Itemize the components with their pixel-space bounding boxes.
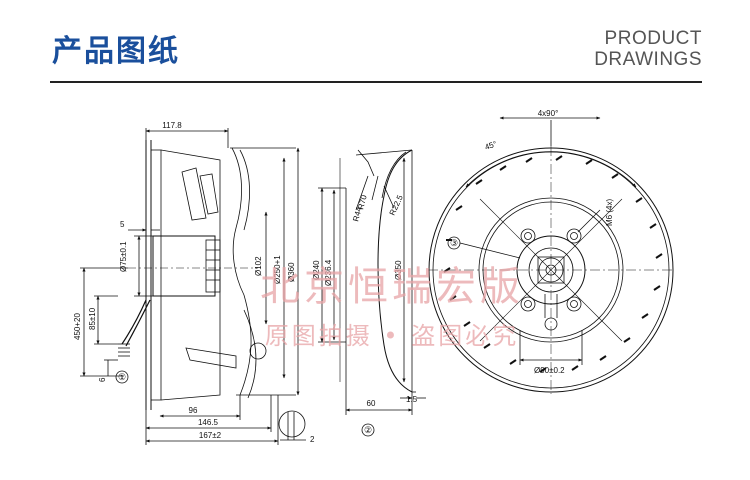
page-title: 产品图纸 bbox=[52, 34, 180, 69]
angle-45: 45° bbox=[484, 139, 498, 152]
subtitle-line-2: DRAWINGS bbox=[594, 49, 702, 70]
angle-4x90: 4x90° bbox=[538, 109, 559, 118]
dim-240: Ø240 bbox=[312, 260, 321, 280]
dim-60: 60 bbox=[367, 399, 376, 408]
dim-85: 85±10 bbox=[88, 307, 97, 330]
dim-2: 2 bbox=[310, 435, 315, 444]
radius-r70: R70 bbox=[356, 193, 369, 210]
marker-3: ③ bbox=[450, 238, 458, 248]
dim-1-5: 1.5 bbox=[406, 395, 418, 404]
dim-75: Ø75±0.1 bbox=[119, 241, 128, 272]
radius-r44: R44 bbox=[351, 205, 364, 222]
section-view bbox=[318, 149, 426, 437]
marker-1: ① bbox=[118, 372, 126, 382]
watermark-line-1: 北京恒瑞宏版 bbox=[260, 264, 524, 310]
header-divider bbox=[50, 81, 702, 83]
front-view-vanes bbox=[443, 155, 663, 373]
side-view-labels: 117.8 5 Ø75±0.1 Ø102 Ø250+1 Ø360 450+20 … bbox=[73, 121, 315, 444]
dim-236-4: Ø236.4 bbox=[324, 259, 333, 286]
page-subtitle: PRODUCT DRAWINGS bbox=[594, 28, 702, 70]
dim-5: 5 bbox=[120, 220, 125, 229]
dim-96: 96 bbox=[189, 406, 198, 415]
front-view bbox=[428, 116, 674, 394]
radius-r22-5: R22.5 bbox=[388, 193, 405, 217]
dim-102: Ø102 bbox=[254, 256, 263, 276]
watermark-line-2: 原图拍摄 • 盗图必究 bbox=[265, 322, 519, 350]
thread-m6: M6 (4x) bbox=[605, 199, 614, 226]
section-view-labels: R70 R44 R22.5 Ø240 Ø236.4 Ø350 60 1.5 ② bbox=[312, 193, 418, 435]
dim-350: Ø350 bbox=[394, 260, 403, 280]
dim-167: 167±2 bbox=[199, 431, 222, 440]
marker-2: ② bbox=[364, 425, 372, 435]
dim-117-8: 117.8 bbox=[162, 121, 182, 130]
front-view-labels: 4x90° 45° M6 (4x) ③ Ø90±0.2 bbox=[450, 109, 614, 375]
side-view bbox=[80, 128, 306, 445]
dim-146-5: 146.5 bbox=[198, 418, 219, 427]
dim-360: Ø360 bbox=[287, 262, 296, 282]
dim-450: 450+20 bbox=[73, 313, 82, 340]
dim-6: 6 bbox=[98, 377, 107, 382]
dim-90: Ø90±0.2 bbox=[534, 366, 565, 375]
dim-250: Ø250+1 bbox=[273, 255, 282, 284]
subtitle-line-1: PRODUCT bbox=[604, 28, 702, 49]
watermark: 北京恒瑞宏版 原图拍摄 • 盗图必究 bbox=[260, 264, 524, 350]
